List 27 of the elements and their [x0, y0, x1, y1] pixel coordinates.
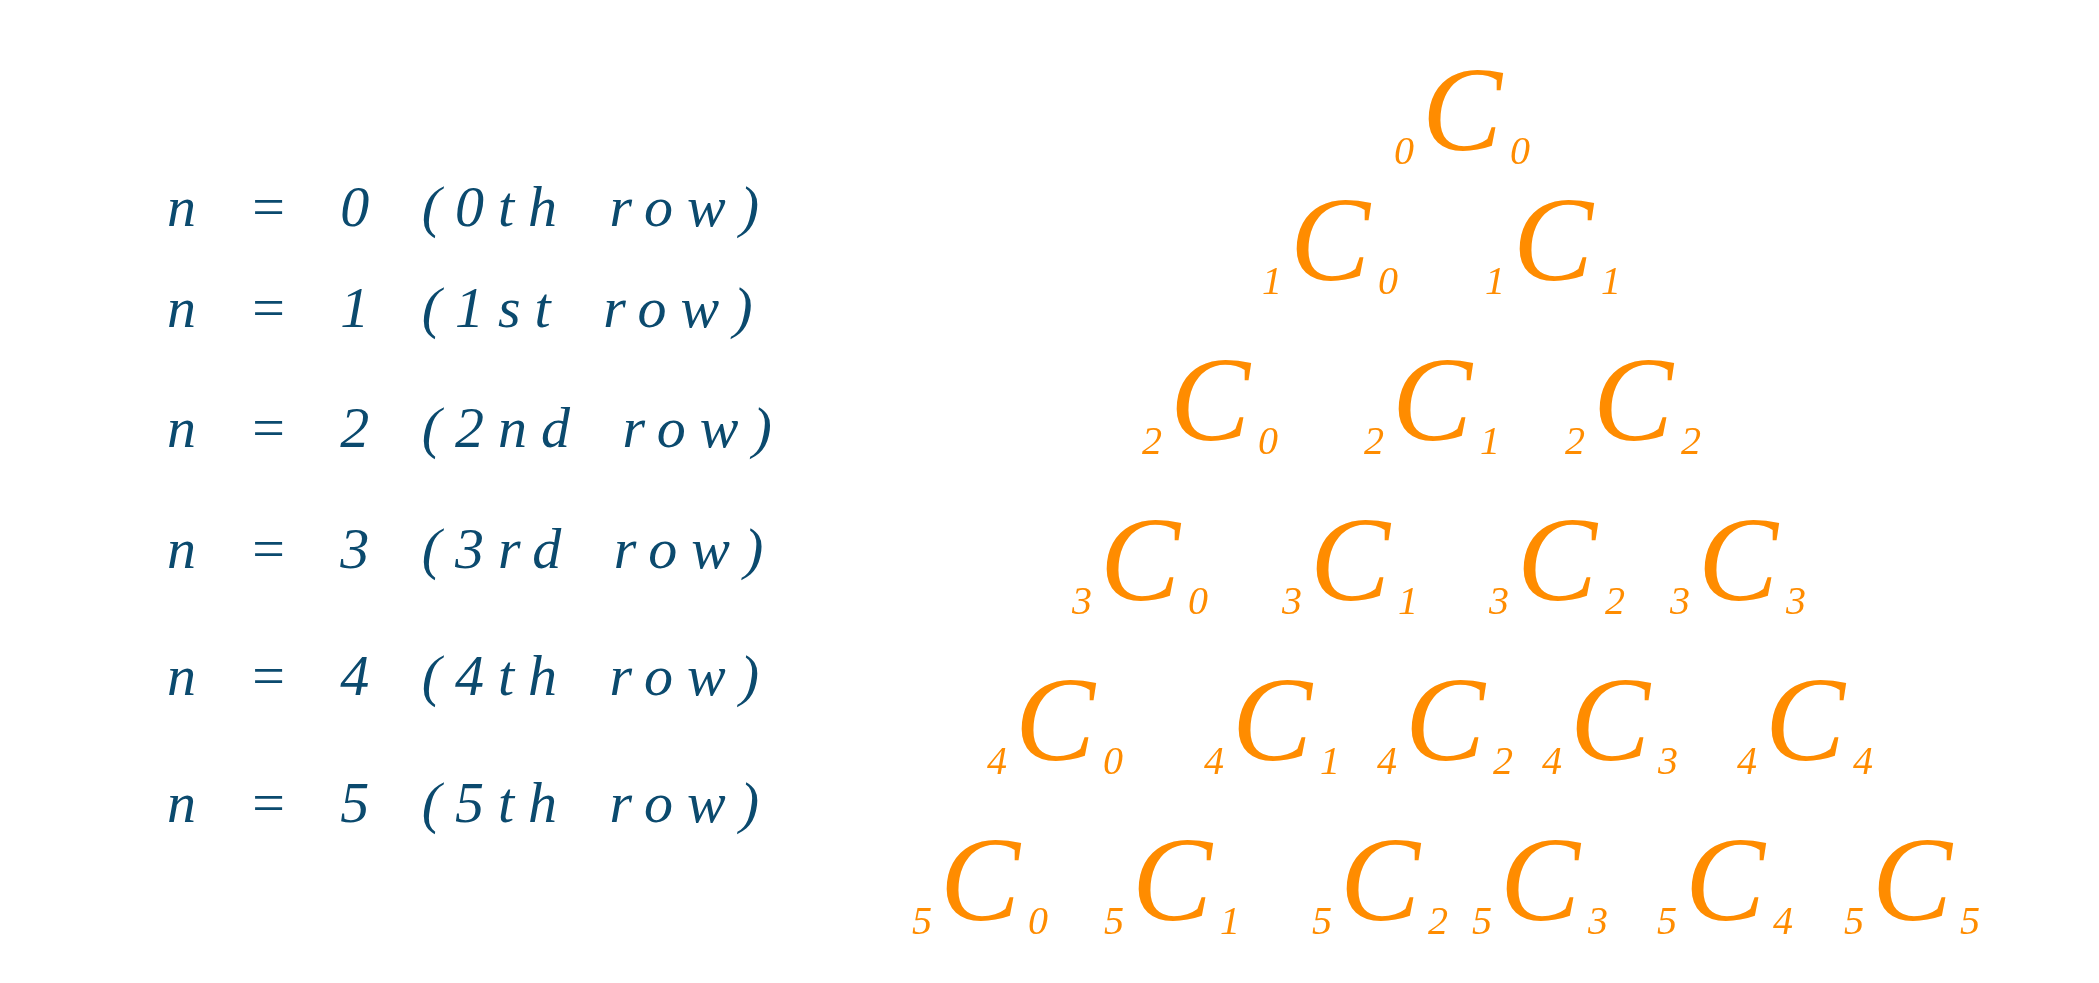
binomial-coefficient: $_{3}$C$_{1}$ — [1281, 500, 1419, 620]
binomial-coefficient: $_{5}$C$_{4}$ — [1656, 820, 1794, 940]
binomial-coefficient: $_{5}$C$_{3}$ — [1471, 820, 1609, 940]
row-label: n = 5 (5th row) — [167, 771, 773, 835]
binomial-coefficient: $_{2}$C$_{1}$ — [1363, 340, 1501, 460]
row-label: n = 0 (0th row) — [167, 175, 773, 239]
binomial-coefficient: $_{4}$C$_{2}$ — [1376, 660, 1514, 780]
row-label: n = 2 (2nd row) — [167, 396, 786, 460]
row-label: n = 4 (4th row) — [167, 644, 773, 708]
binomial-coefficient: $_{2}$C$_{0}$ — [1141, 340, 1279, 460]
row-label: n = 1 (1st row) — [167, 276, 767, 340]
binomial-coefficient: $_{5}$C$_{5}$ — [1843, 820, 1981, 940]
binomial-coefficient: $_{4}$C$_{0}$ — [986, 660, 1124, 780]
binomial-coefficient: $_{5}$C$_{1}$ — [1103, 820, 1241, 940]
binomial-coefficient: $_{5}$C$_{0}$ — [911, 820, 1049, 940]
binomial-coefficient: $_{3}$C$_{3}$ — [1669, 500, 1807, 620]
binomial-coefficient: $_{2}$C$_{2}$ — [1564, 340, 1702, 460]
binomial-coefficient: $_{4}$C$_{3}$ — [1541, 660, 1679, 780]
binomial-coefficient: $_{4}$C$_{1}$ — [1203, 660, 1341, 780]
binomial-coefficient: $_{5}$C$_{2}$ — [1311, 820, 1449, 940]
binomial-coefficient: $_{3}$C$_{0}$ — [1071, 500, 1209, 620]
row-label: n = 3 (3rd row) — [167, 517, 778, 581]
binomial-coefficient: $_{3}$C$_{2}$ — [1488, 500, 1626, 620]
binomial-coefficient: $_{0}$C$_{0}$ — [1393, 50, 1531, 170]
binomial-coefficient: $_{4}$C$_{4}$ — [1736, 660, 1874, 780]
binomial-coefficient: $_{1}$C$_{1}$ — [1484, 180, 1622, 300]
binomial-coefficient: $_{1}$C$_{0}$ — [1261, 180, 1399, 300]
